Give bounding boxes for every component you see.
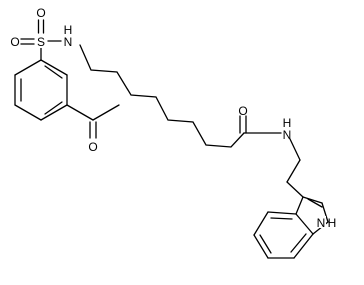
sulfonyl-group xyxy=(20,19,62,61)
alkyl-chain xyxy=(79,44,245,148)
amide-oxygen-label: O xyxy=(238,104,247,118)
sulfur-label: S xyxy=(37,35,45,49)
indole-h-label: H xyxy=(328,216,337,230)
amide-group xyxy=(239,115,304,198)
sulfonyl-oxygen-left-label: O xyxy=(10,35,19,49)
atom-labels: S O O N H O O N H N H xyxy=(10,6,336,230)
sulfonamide-n-label: N xyxy=(64,35,73,49)
sulfonyl-oxygen-top-label: O xyxy=(36,6,45,20)
ketone-oxygen-label: O xyxy=(88,140,97,154)
sulfonamide-h-label: H xyxy=(64,23,73,37)
acetyl-group xyxy=(66,104,120,139)
indole-n-label: N xyxy=(317,216,326,230)
indole-ring xyxy=(253,196,329,259)
benzene-ring xyxy=(14,59,68,121)
amide-h-label: H xyxy=(283,116,292,130)
amide-n-label: N xyxy=(283,128,292,142)
